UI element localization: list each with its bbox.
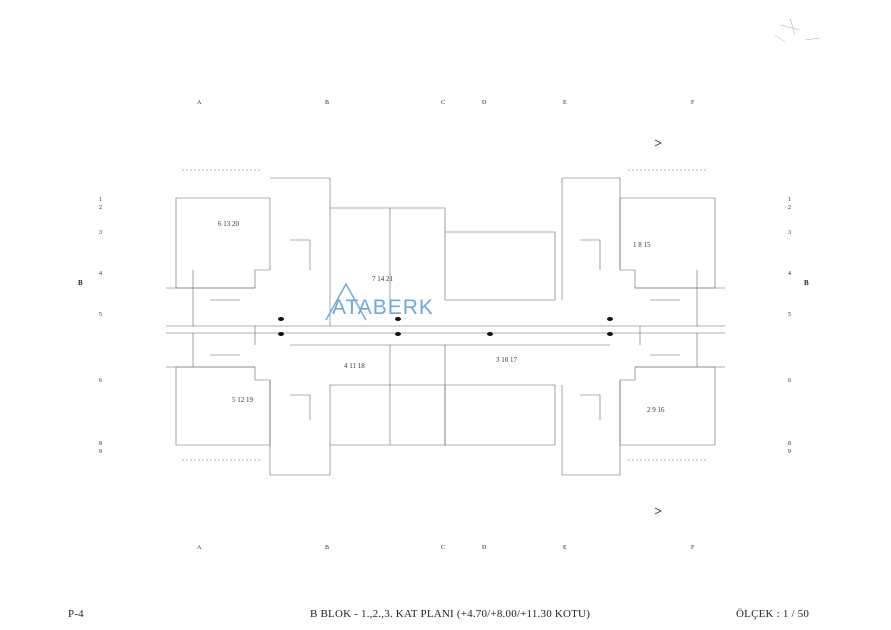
balcony-lines [182,169,708,461]
grid-col-c-top: C [441,100,446,106]
apartment-label-2: 2 9 16 [647,406,665,414]
grid-col-a-top: A [197,100,202,106]
grid-row-8-right: 8 [788,441,791,447]
grid-row-9-left: 9 [99,449,102,455]
grid-row-5-left: 5 [99,312,102,318]
wall [561,380,621,476]
wall [210,299,680,356]
wall [254,326,641,345]
sheet-id: P-4 [68,608,84,620]
north-arrow-top [654,139,662,147]
apartment-label-4: 4 11 18 [344,362,365,370]
apartment-label-7: 7 14 21 [372,275,393,283]
apartment-label-1: 1 8 15 [633,241,651,249]
apartment-2-outline [619,366,716,446]
core-upper-outline [330,207,556,301]
apartment-label-6: 6 13 20 [218,220,239,228]
grid-col-e-top: E [563,100,567,106]
wall [389,345,446,445]
grid-row-2-left: 2 [99,205,102,211]
grid-row-2-right: 2 [788,205,791,211]
grid-col-a-bottom: A [197,545,202,551]
section-marker-left: B [78,279,83,287]
grid-row-5-right: 5 [788,312,791,318]
apartment-5-outline [175,366,271,446]
apartment-label-5: 5 12 19 [232,396,253,404]
drawing-scale: ÖLÇEK : 1 / 50 [736,608,810,620]
grid-row-1-left: 1 [99,197,102,203]
grid-col-f-top: F [691,100,695,106]
drawing-title: B BLOK - 1.,2.,3. KAT PLANI (+4.70/+8.00… [310,608,591,620]
grid-row-4-left: 4 [99,271,102,277]
grid-row-6-right: 6 [788,378,791,384]
wall [562,177,621,270]
apartment-4-outline [329,384,446,446]
grid-col-e-bottom: E [563,545,567,551]
wall [290,239,601,420]
apartment-label-3: 3 10 17 [496,356,517,364]
grid-row-3-left: 3 [99,230,102,236]
grid-row-6-left: 6 [99,378,102,384]
ataberk-logo: ATABERK [322,280,462,324]
grid-col-f-bottom: F [691,545,695,551]
grid-row-8-left: 8 [99,441,102,447]
logo-text: ATABERK [332,296,434,319]
grid-col-b-bottom: B [325,545,330,551]
grid-col-d-bottom: D [482,545,487,551]
north-arrow-bottom [654,507,662,515]
wall [269,380,331,476]
section-marker-right: B [804,279,809,287]
apartment-3-outline [445,384,556,446]
grid-col-d-top: D [482,100,487,106]
grid-row-4-right: 4 [788,271,791,277]
grid-row-3-right: 3 [788,230,791,236]
apartment-6-outline [175,197,271,289]
grid-col-b-top: B [325,100,330,106]
grid-row-1-right: 1 [788,197,791,203]
grid-col-c-bottom: C [441,545,446,551]
grid-row-9-right: 9 [788,449,791,455]
wall [270,177,331,270]
